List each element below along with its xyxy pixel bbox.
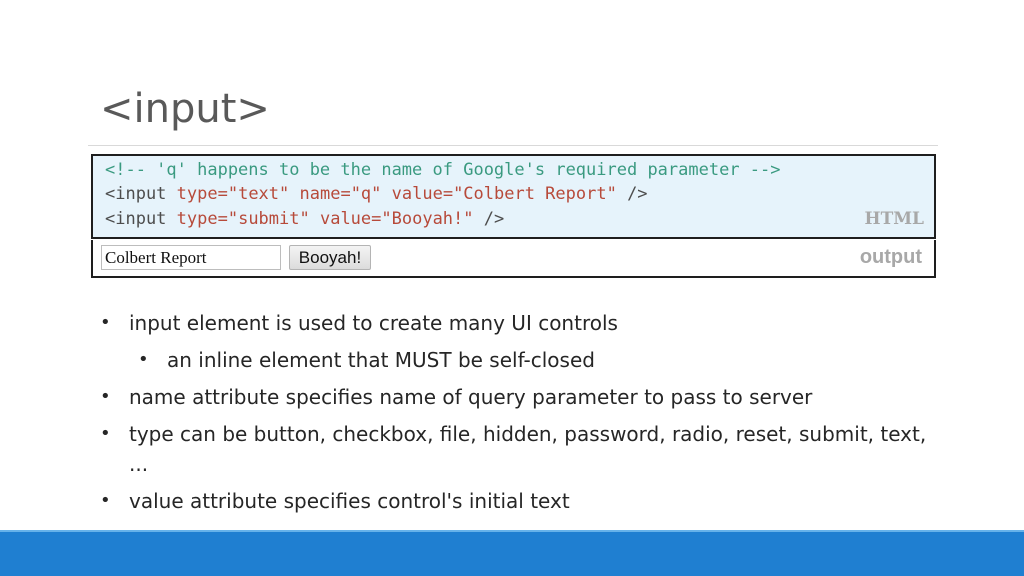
bullet-item: • input element is used to create many U…	[100, 308, 940, 338]
bullet-text: value attribute specifies control's init…	[129, 489, 570, 513]
bullet-text: an inline element that MUST be self-clos…	[167, 348, 595, 372]
code-attr: name=	[289, 184, 351, 204]
code-value: "q"	[350, 184, 382, 204]
code-attr: value=	[381, 184, 454, 204]
code-tag-close: />	[616, 184, 648, 204]
bullet-dot-icon: •	[100, 490, 111, 511]
demo-text-input[interactable]: Colbert Report	[101, 245, 281, 270]
code-value: "submit"	[227, 209, 310, 229]
code-tag: <input	[105, 184, 177, 204]
bullet-text: name attribute specifies name of query p…	[129, 385, 813, 409]
bullet-dot-icon: •	[100, 312, 111, 333]
bullet-dot-icon: •	[100, 423, 111, 444]
demo-submit-button[interactable]: Booyah!	[289, 245, 371, 270]
bullet-dot-icon: •	[138, 349, 149, 370]
bullet-text: type can be button, checkbox, file, hidd…	[129, 422, 927, 476]
bullet-item: • name attribute specifies name of query…	[100, 382, 940, 412]
bullet-item: • value attribute specifies control's in…	[100, 486, 940, 516]
code-line-submit-input: <input type="submit" value="Booyah!" />	[105, 209, 504, 229]
code-comment-line: <!-- 'q' happens to be the name of Googl…	[105, 160, 781, 180]
title-divider	[88, 145, 938, 146]
sub-bullet-item: • an inline element that MUST be self-cl…	[100, 345, 940, 375]
code-attr: type=	[176, 209, 228, 229]
bullet-item: • type can be button, checkbox, file, hi…	[100, 419, 940, 479]
code-value: "Colbert Report"	[453, 184, 617, 204]
code-example-box: <!-- 'q' happens to be the name of Googl…	[91, 154, 936, 239]
slide-title: <input>	[100, 86, 270, 132]
footer-accent-line	[0, 530, 1024, 532]
bullet-text: input element is used to create many UI …	[129, 311, 618, 335]
code-value: "text"	[227, 184, 290, 204]
code-language-label: HTML	[864, 209, 924, 229]
code-tag-close: />	[473, 209, 505, 229]
bullet-dot-icon: •	[100, 386, 111, 407]
code-tag: <input	[105, 209, 177, 229]
bullet-list: • input element is used to create many U…	[100, 308, 940, 523]
code-attr: value=	[309, 209, 382, 229]
output-preview-box: Colbert Report Booyah! output	[91, 240, 936, 278]
output-label: output	[859, 246, 922, 268]
code-line-text-input: <input type="text" name="q" value="Colbe…	[105, 184, 648, 204]
code-attr: type=	[176, 184, 228, 204]
footer-bar	[0, 532, 1024, 576]
code-value: "Booyah!"	[381, 209, 474, 229]
